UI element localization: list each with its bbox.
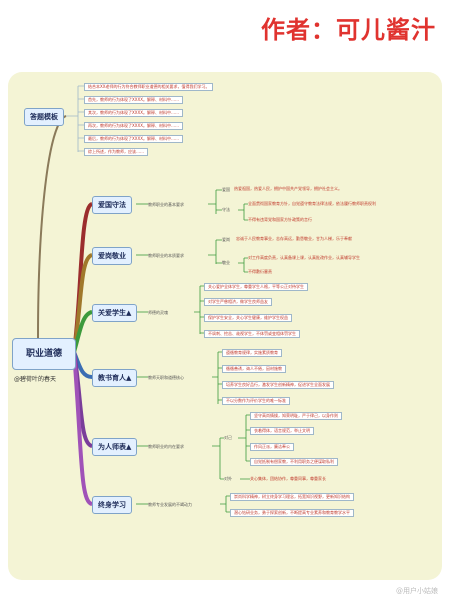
- branch-node-1: 爱国守法: [92, 196, 132, 214]
- connector-template: [37, 115, 67, 339]
- detail-6-2: 潜心钻研业务，勇于探索创新，不断提高专业素养和教育教学水平: [230, 509, 354, 517]
- root-subtitle: @碧荷叶的春天: [14, 376, 57, 383]
- group-label-2-2: 敬业: [222, 260, 230, 265]
- detail-3-4: 不讽刺、挖苦、歧视学生，不体罚或变相体罚学生: [204, 330, 300, 338]
- detail-5-4: 自觉抵制有偿家教，不利用职务之便谋取私利: [250, 458, 338, 466]
- detail-3-1: 关心爱护全体学生，尊重学生人格，平等公正对待学生: [204, 283, 308, 291]
- connector-template-lines: [66, 85, 84, 152]
- detail-4-2: 循循善诱，诲人不倦，因材施教: [222, 365, 286, 373]
- detail-4-4: 不以分数作为评价学生的唯一标准: [222, 397, 290, 405]
- group-label-1-2: 守法: [222, 207, 230, 212]
- mindmap-canvas: 职业道德 @碧荷叶的春天 答题模板 结合本XX老师的行为符合教师职业道德的相关要…: [8, 72, 442, 580]
- group-label-1-1: 爱国: [222, 187, 230, 192]
- branch-desc-5: 教师职业的内在要求: [148, 444, 184, 449]
- watermark: @用户小姑娘: [396, 587, 438, 595]
- template-line-1: 结合本XX老师的行为符合教师职业道德的相关要求，值得我们学习。: [84, 83, 214, 91]
- detail-6-1: 崇尚科学精神，树立终身学习理念，拓宽知识视野，更新知识结构: [230, 493, 354, 501]
- branch-node-2: 爱岗敬业: [92, 247, 132, 265]
- group-label-5-2: 对外: [224, 476, 232, 481]
- branch-node-3: 关爱学生▲: [92, 304, 138, 322]
- branch-desc-3: 师德的灵魂: [148, 310, 168, 315]
- detail-1-2: 全面贯彻国家教育方针，自觉遵守教育法律法规，依法履行教师职责权利: [248, 201, 376, 206]
- branch-desc-2: 教师职业的本质要求: [148, 253, 184, 258]
- detail-3-2: 对学生严慈相济，做学生良师益友: [204, 298, 272, 306]
- detail-2-1: 忠诚于人民教育事业，志存高远，勤恳敬业，甘为人梯，乐于奉献: [236, 236, 352, 241]
- template-line-6: 综上所述，作为教师，应该……: [84, 148, 148, 156]
- detail-1-3: 不得有违背党和国家方针政策的言行: [248, 217, 312, 222]
- connector-details: [136, 189, 250, 513]
- template-line-2: 首先，教师的行为体现了XXXX。解释、材料中……: [84, 96, 183, 104]
- template-line-4: 再次，教师的行为体现了XXXX。解释、材料中……: [84, 122, 183, 130]
- group-label-2-1: 爱岗: [222, 237, 230, 242]
- group-label-5-1: 对己: [224, 435, 232, 440]
- branch-desc-1: 教师职业的基本要求: [148, 202, 184, 207]
- detail-5-2: 衣着得体，语言规范，举止文明: [250, 427, 314, 435]
- root-node: 职业道德: [12, 338, 76, 370]
- template-line-3: 其次，教师的行为体现了XXXX。解释、材料中……: [84, 109, 183, 117]
- branch-desc-6: 教师专业发展的不竭动力: [148, 502, 192, 507]
- detail-5-1: 坚守高尚情操，知荣明耻，严于律己，以身作则: [250, 412, 342, 420]
- branch-node-6: 终身学习: [92, 496, 132, 514]
- detail-1-1: 热爱祖国，热爱人民，拥护中国共产党领导，拥护社会主义。: [234, 186, 342, 191]
- branch-desc-4: 教师天职和道德核心: [148, 375, 184, 380]
- author-credit: 作者：可儿酱汁: [261, 16, 436, 44]
- detail-5-3: 作风正派，廉洁奉公: [250, 443, 294, 451]
- detail-5-5: 关心集体，团结协作，尊重同事，尊重家长: [250, 476, 326, 481]
- branch-node-4: 教书育人▲: [92, 369, 138, 387]
- detail-2-2: 对工作高度负责，认真备课上课，认真批改作业，认真辅导学生: [248, 255, 360, 260]
- branch-node-5: 为人师表▲: [92, 438, 138, 456]
- template-line-5: 最后，教师的行为体现了XXXX。解释、材料中……: [84, 135, 183, 143]
- detail-4-1: 遵循教育规律，实施素质教育: [222, 349, 282, 357]
- detail-2-3: 不得敷衍塞责: [248, 269, 272, 274]
- mindmap-connectors: [37, 85, 250, 513]
- connector-branch-6: [72, 351, 93, 506]
- detail-3-3: 保护学生安全，关心学生健康，维护学生权益: [204, 314, 292, 322]
- detail-4-3: 培养学生良好品行，激发学生创新精神，促进学生全面发展: [222, 381, 334, 389]
- template-node: 答题模板: [24, 108, 64, 126]
